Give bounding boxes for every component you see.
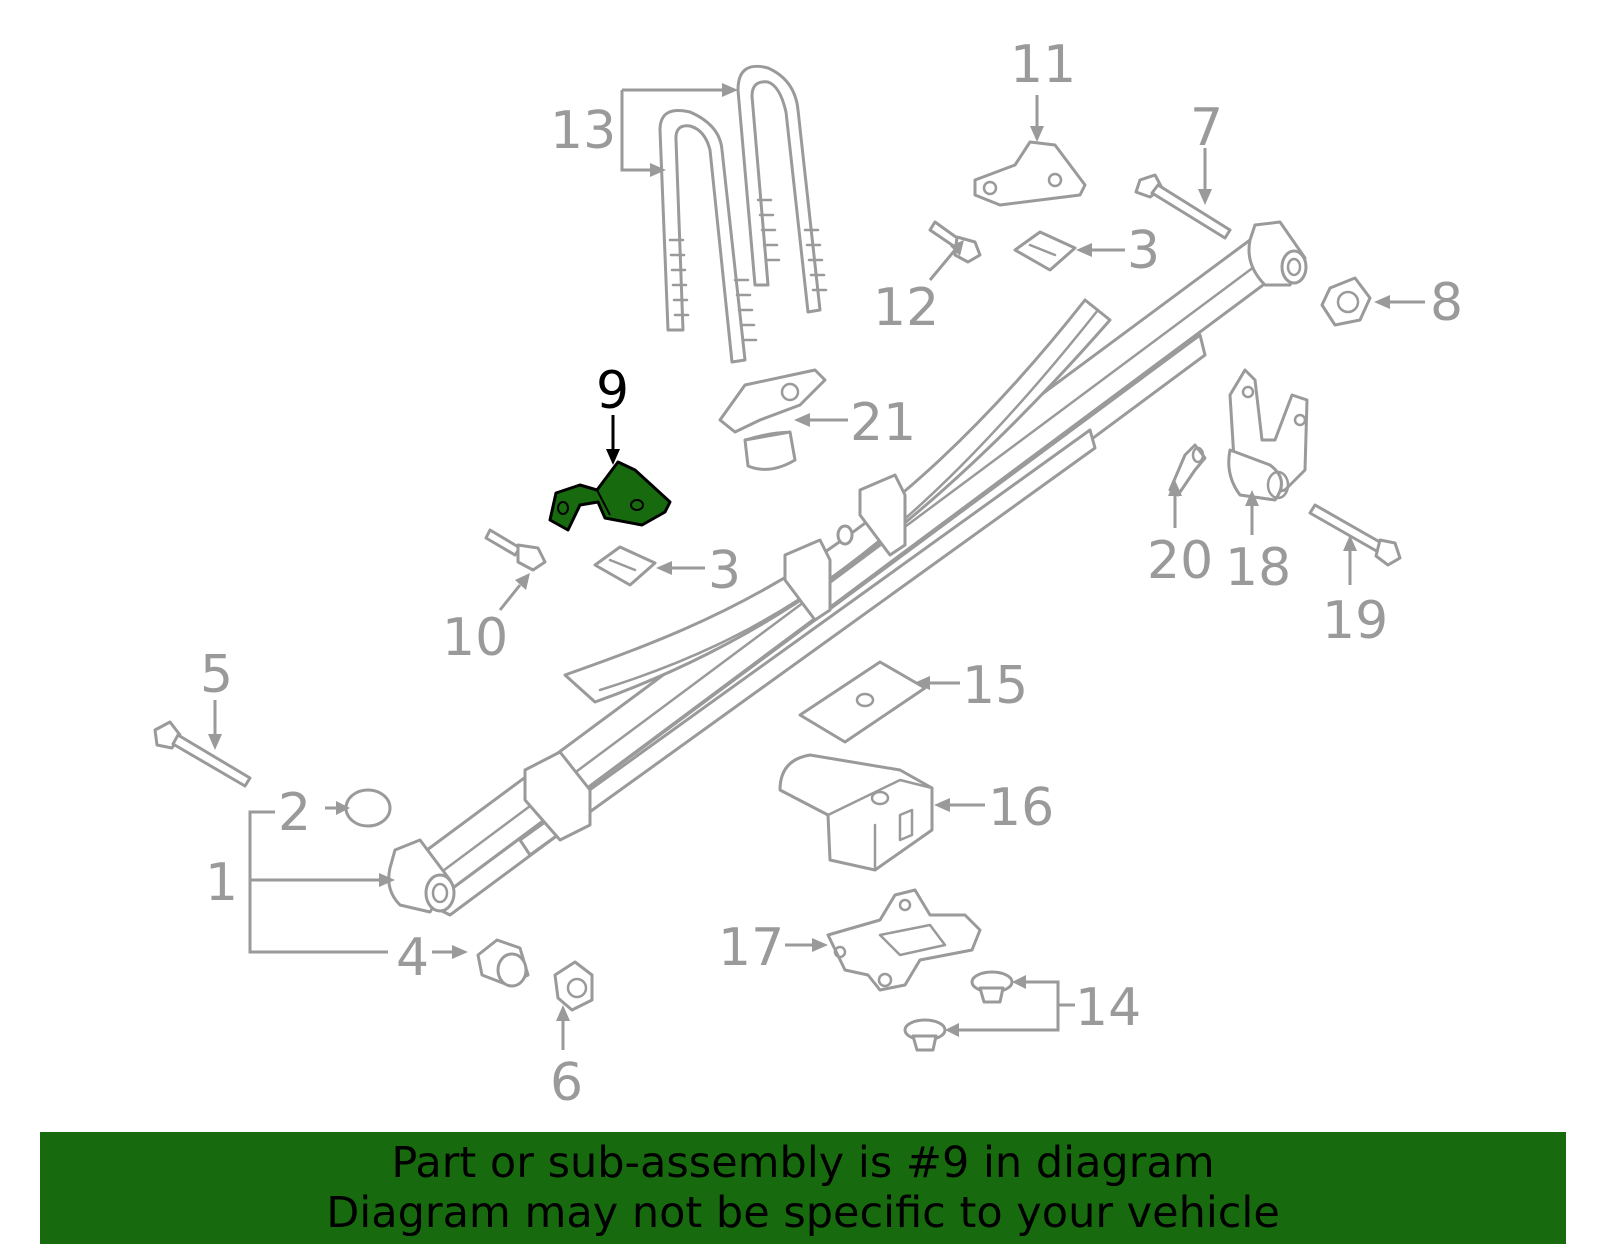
banner-line-2: Diagram may not be specific to your vehi… xyxy=(326,1188,1280,1238)
u-bolts xyxy=(658,64,828,364)
callout-7: 7 xyxy=(1190,98,1223,158)
bolt-12 xyxy=(928,220,982,264)
callout-20: 20 xyxy=(1147,531,1213,591)
shackle-18 xyxy=(1227,368,1309,502)
callout-14: 14 xyxy=(1075,978,1141,1038)
callout-16: 16 xyxy=(988,778,1054,838)
block-16 xyxy=(778,753,934,872)
bushing-4 xyxy=(476,938,530,988)
bracket-9-highlighted[interactable] xyxy=(548,460,672,532)
nuts-14 xyxy=(903,970,1014,1052)
plate-15 xyxy=(798,660,927,744)
info-banner: Part or sub-assembly is #9 in diagram Di… xyxy=(40,1132,1566,1244)
callout-8: 8 xyxy=(1430,273,1463,333)
bump-stop xyxy=(718,368,827,471)
callout-3-lower: 3 xyxy=(708,541,741,601)
nut-8 xyxy=(1320,276,1372,327)
callout-numbers: 13 11 7 3 12 8 21 9 3 10 20 18 19 15 5 2… xyxy=(200,35,1463,1113)
leaf-spring xyxy=(387,220,1308,917)
bolt-7 xyxy=(1134,173,1232,240)
bolt-10 xyxy=(484,528,547,572)
bolt-19 xyxy=(1308,503,1402,567)
plug-2 xyxy=(344,788,392,828)
pad-3-upper xyxy=(1013,230,1077,272)
callout-2: 2 xyxy=(278,783,311,843)
leader-lines xyxy=(208,83,1425,1050)
callout-15: 15 xyxy=(962,656,1028,716)
bracket-11 xyxy=(973,140,1087,207)
callout-19: 19 xyxy=(1322,591,1388,651)
callout-3-upper: 3 xyxy=(1127,221,1160,281)
callout-9: 9 xyxy=(596,361,629,421)
callout-18: 18 xyxy=(1225,538,1291,598)
mount-17 xyxy=(826,888,982,992)
callout-10: 10 xyxy=(442,608,508,668)
nut-6 xyxy=(553,960,594,1012)
pad-3-lower xyxy=(593,545,657,587)
callout-17: 17 xyxy=(718,918,784,978)
callout-12: 12 xyxy=(873,278,939,338)
callout-4: 4 xyxy=(396,928,429,988)
bolt-5 xyxy=(153,720,252,788)
callout-1: 1 xyxy=(205,853,238,913)
callout-11: 11 xyxy=(1010,35,1076,95)
callout-6: 6 xyxy=(550,1053,583,1113)
parts-diagram: 13 11 7 3 12 8 21 9 3 10 20 18 19 15 5 2… xyxy=(153,35,1463,1113)
callout-21: 21 xyxy=(850,393,916,453)
callout-13: 13 xyxy=(550,101,616,161)
callout-5: 5 xyxy=(200,645,233,705)
banner-line-1: Part or sub-assembly is #9 in diagram xyxy=(391,1138,1215,1188)
